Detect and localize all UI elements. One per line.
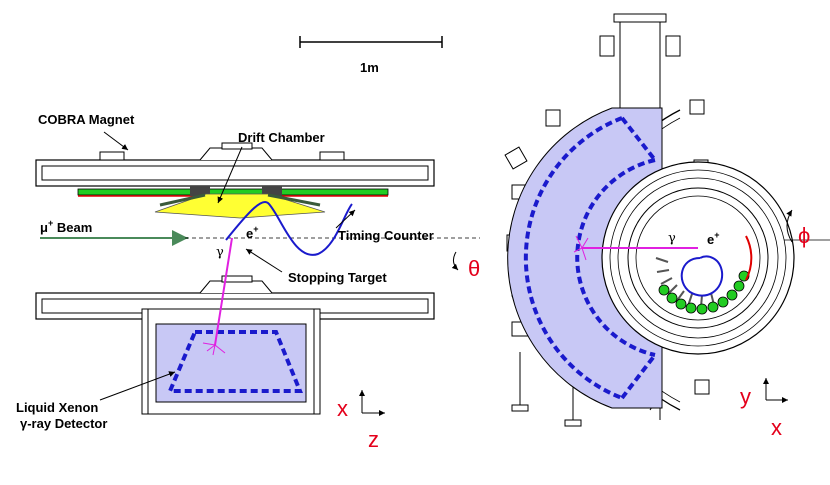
end-axis-x-label: x bbox=[771, 415, 782, 440]
timing-counter-label: Timing Counter bbox=[338, 228, 434, 243]
positron-track-end-view bbox=[680, 255, 724, 297]
scale-bar-label: 1m bbox=[360, 60, 379, 75]
end-view: γ e+ ϕ y x bbox=[504, 13, 830, 440]
end-view-axes: y x bbox=[740, 378, 788, 440]
gamma-label: γ bbox=[216, 245, 224, 260]
end-gamma-label: γ bbox=[668, 231, 676, 246]
stopping-target-label: Stopping Target bbox=[288, 270, 387, 285]
side-view: COBRA Magnet Drift Chamber μ+ Beam Timin… bbox=[16, 112, 480, 452]
positron-track bbox=[225, 200, 353, 256]
cobra-magnet-label: COBRA Magnet bbox=[38, 112, 135, 127]
phi-label: ϕ bbox=[798, 223, 810, 248]
xenon-label-line2: γ-ray Detector bbox=[20, 416, 107, 431]
end-axis-y-label: y bbox=[740, 384, 751, 409]
gamma-track bbox=[214, 237, 233, 346]
muon-beam-label: μ+ Beam bbox=[40, 218, 92, 235]
scale-bar: 1m bbox=[299, 36, 443, 75]
timing-counter-end-view bbox=[658, 270, 750, 315]
side-view-axes: x z bbox=[337, 390, 385, 452]
drift-chamber bbox=[154, 193, 326, 219]
drift-chamber-label: Drift Chamber bbox=[238, 130, 325, 145]
side-axis-x-label: x bbox=[337, 396, 348, 421]
side-axis-z-label: z bbox=[368, 427, 379, 452]
end-positron-label: e+ bbox=[707, 230, 720, 247]
positron-label: e+ bbox=[246, 224, 259, 241]
xenon-detector bbox=[141, 308, 321, 415]
xenon-label-line1: Liquid Xenon bbox=[16, 400, 98, 415]
theta-label: θ bbox=[468, 256, 480, 281]
